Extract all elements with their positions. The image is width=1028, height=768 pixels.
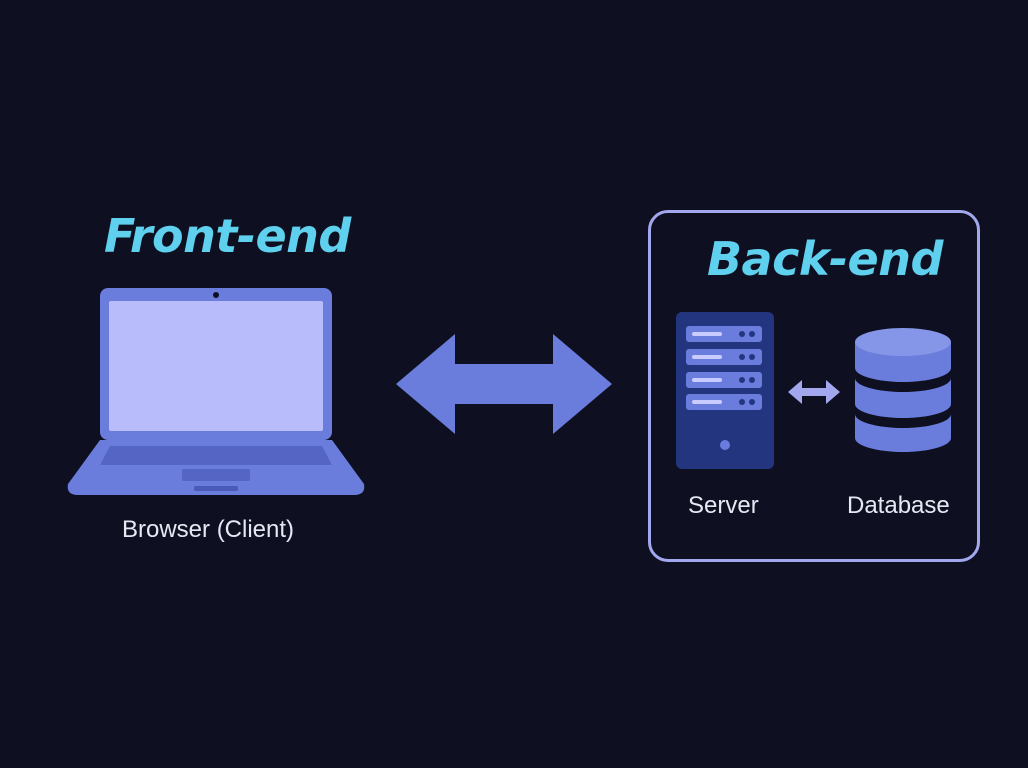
client-label: Browser (Client) [122, 516, 295, 543]
double-arrow-icon [396, 334, 612, 434]
database-icon [855, 328, 951, 452]
backend-container [648, 210, 980, 562]
server-label: Server [688, 492, 759, 519]
database-label: Database [847, 492, 950, 519]
small-double-arrow-icon [788, 380, 840, 404]
backend-title: Back-end [707, 232, 943, 286]
frontend-title: Front-end [104, 209, 351, 263]
server-icon [676, 312, 774, 469]
laptop-icon [67, 288, 365, 495]
